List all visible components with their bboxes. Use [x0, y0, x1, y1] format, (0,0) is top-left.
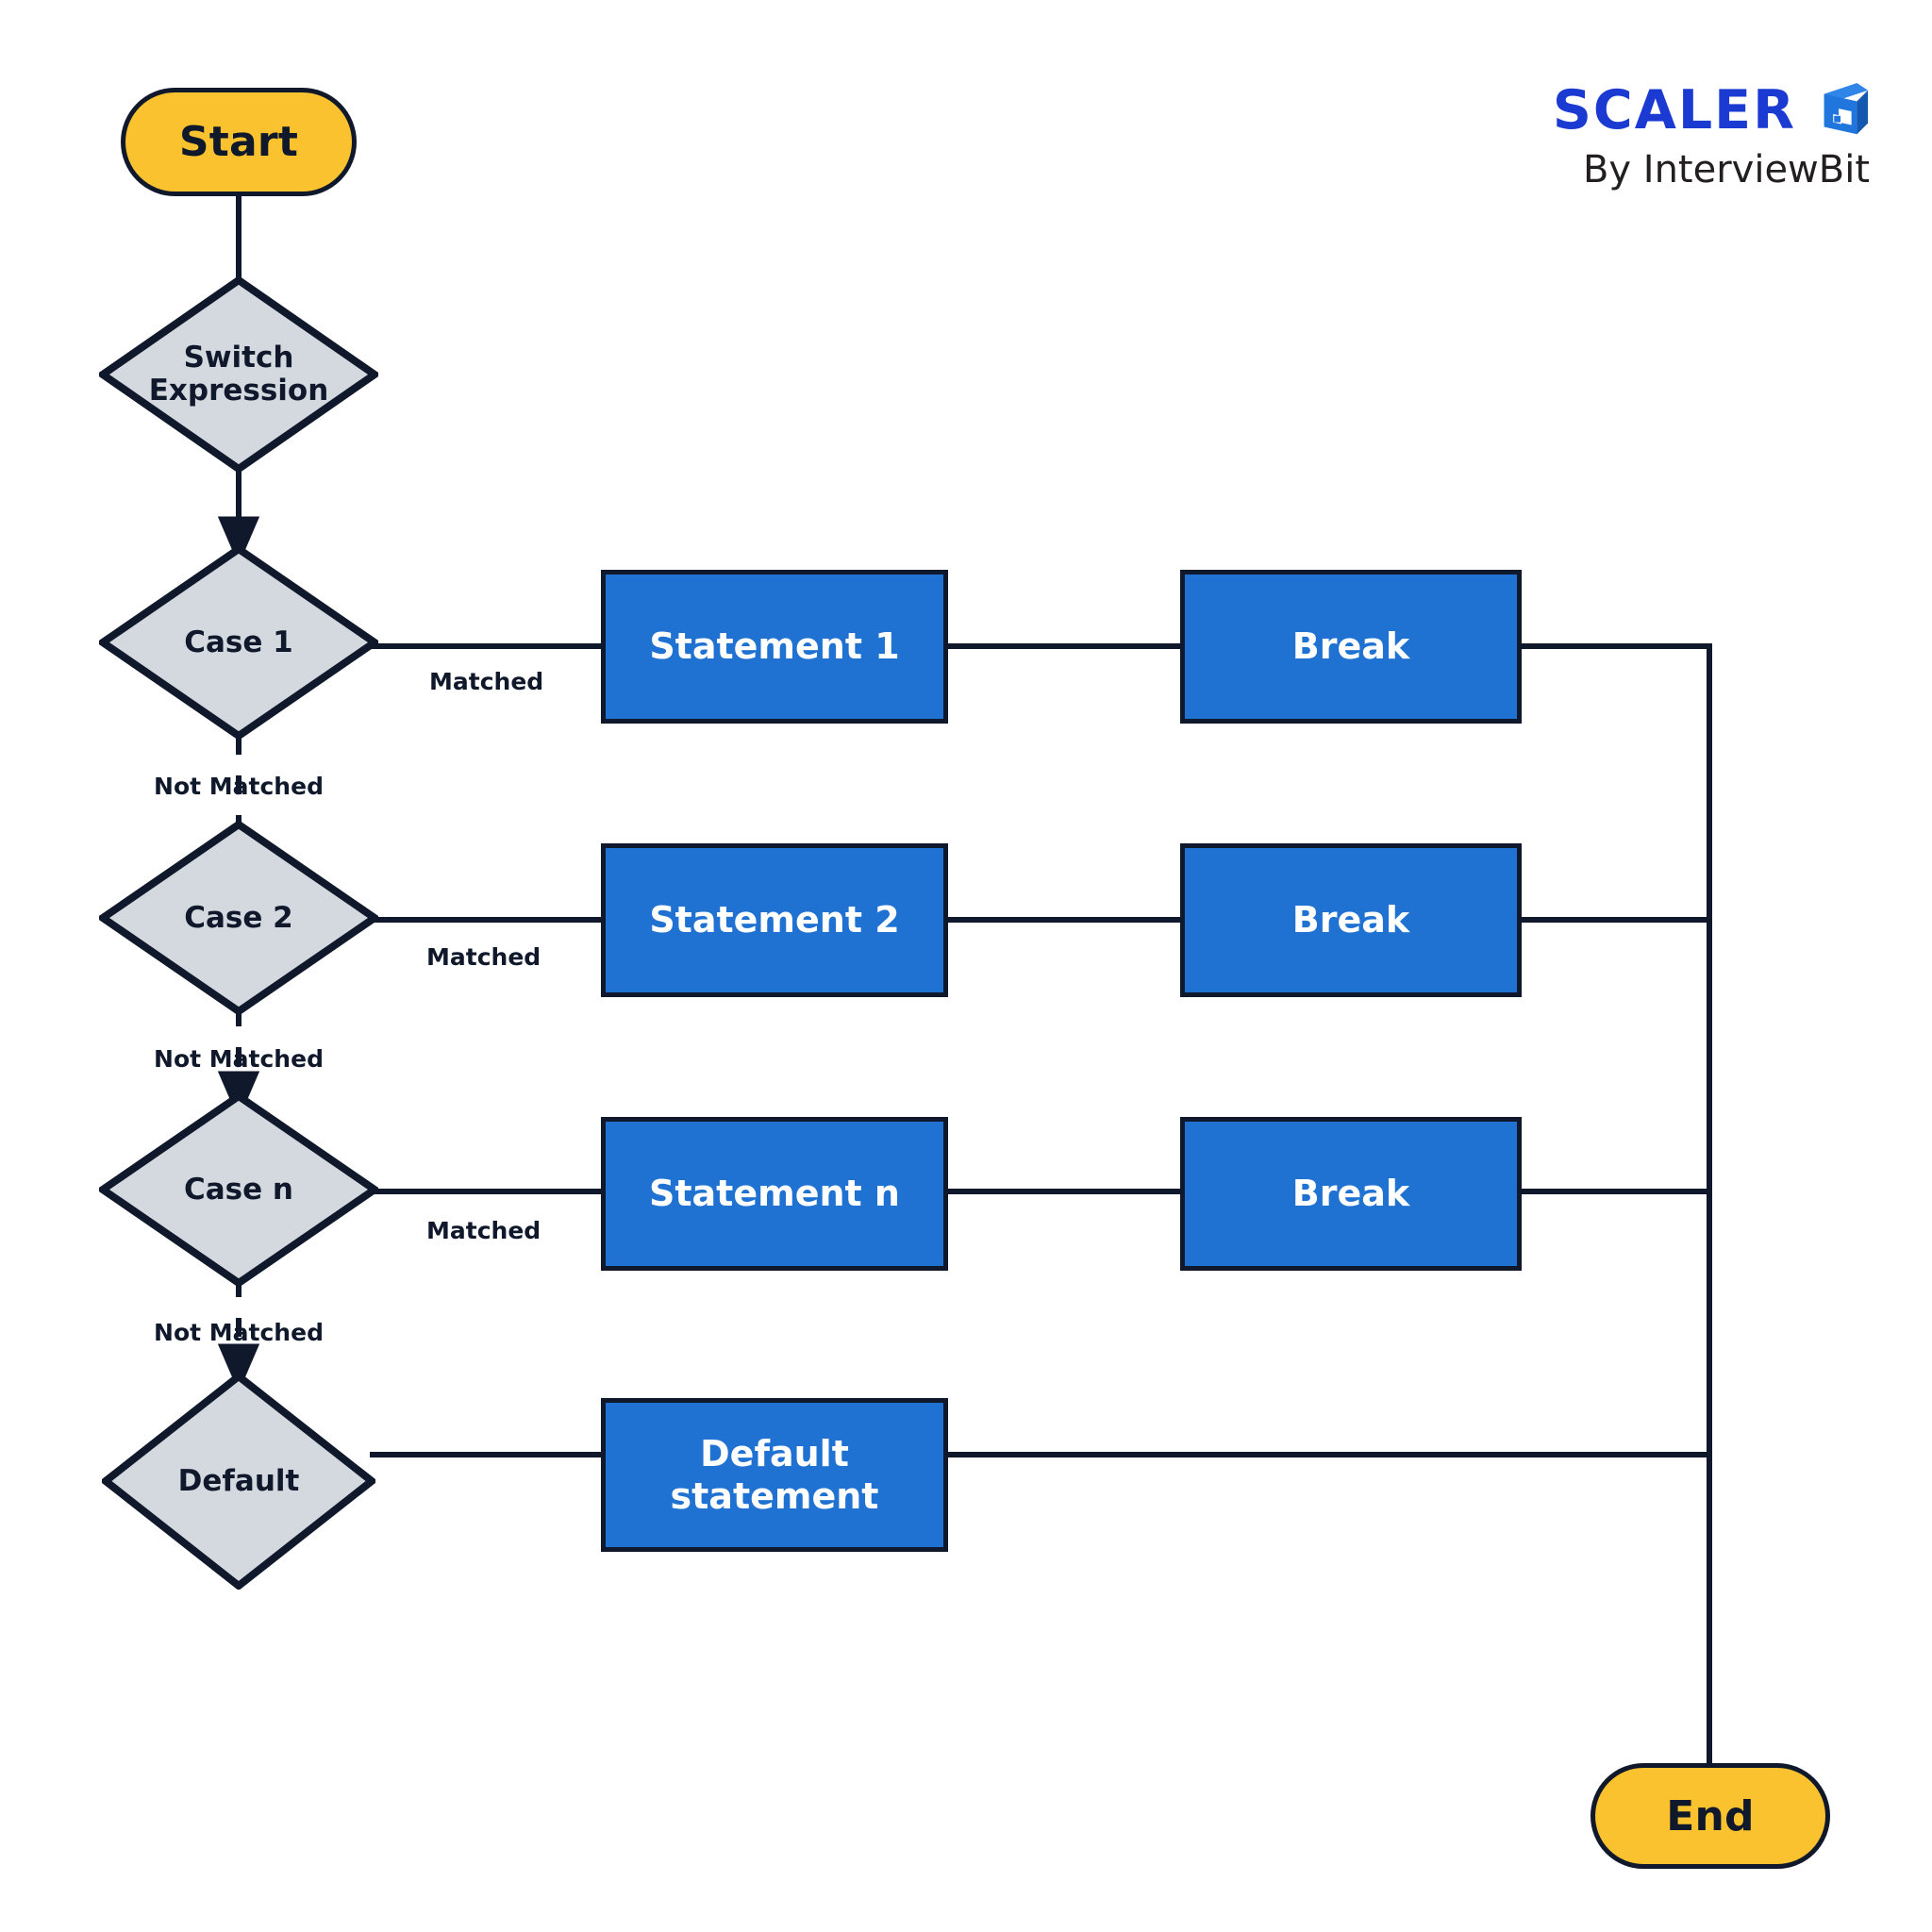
node-statement-2[interactable]: Statement 2	[601, 843, 948, 997]
edge-label-matched-2: Matched	[426, 943, 541, 971]
node-case-n[interactable]: Case n	[99, 1092, 378, 1287]
edge-label-matched-n-text: Matched	[426, 1217, 541, 1244]
edge-label-matched-n: Matched	[426, 1217, 541, 1244]
node-default-statement-label-line1: Default	[700, 1433, 849, 1475]
brand-logo: SCALER By InterviewBit	[1553, 81, 1870, 189]
node-switch-expression[interactable]: Switch Expression	[99, 276, 378, 473]
edge-label-not-matched-1: Not Matched	[154, 773, 324, 800]
node-break-1-label: Break	[1291, 625, 1410, 668]
node-default[interactable]: Default	[102, 1373, 375, 1590]
node-case-1[interactable]: Case 1	[99, 545, 378, 740]
node-statement-1[interactable]: Statement 1	[601, 570, 948, 724]
node-statement-1-label: Statement 1	[649, 625, 900, 668]
case-1-diamond	[99, 545, 378, 740]
edge-label-matched-1: Matched	[429, 668, 543, 695]
scaler-cube-icon	[1824, 82, 1869, 135]
node-break-n-label: Break	[1291, 1173, 1410, 1215]
edge-label-not-matched-2: Not Matched	[154, 1045, 324, 1073]
edge-label-not-matched-2-text: Not Matched	[154, 1045, 324, 1073]
node-start[interactable]: Start	[121, 88, 357, 196]
default-diamond	[102, 1373, 375, 1590]
edge-label-not-matched-n: Not Matched	[154, 1319, 324, 1346]
node-start-label: Start	[178, 118, 299, 166]
case-2-diamond	[99, 821, 378, 1015]
case-n-diamond	[99, 1092, 378, 1287]
node-break-2[interactable]: Break	[1180, 843, 1522, 997]
node-statement-n-label: Statement n	[649, 1173, 900, 1215]
edge-label-matched-2-text: Matched	[426, 943, 541, 971]
node-end-label: End	[1666, 1791, 1755, 1840]
edge-label-not-matched-n-text: Not Matched	[154, 1319, 324, 1346]
brand-row: SCALER	[1553, 81, 1870, 140]
brand-wordmark: SCALER	[1552, 78, 1796, 142]
node-break-1[interactable]: Break	[1180, 570, 1522, 724]
node-case-2[interactable]: Case 2	[99, 821, 378, 1015]
node-break-2-label: Break	[1291, 899, 1410, 941]
node-end[interactable]: End	[1591, 1763, 1830, 1869]
node-default-statement-label-line2: statement	[670, 1474, 879, 1517]
node-statement-n[interactable]: Statement n	[601, 1117, 948, 1271]
switch-expression-diamond	[99, 276, 378, 473]
edge-label-matched-1-text: Matched	[429, 668, 544, 695]
node-default-statement[interactable]: Default statement	[601, 1398, 948, 1552]
edge-label-not-matched-1-text: Not Matched	[154, 773, 324, 800]
node-statement-2-label: Statement 2	[649, 899, 900, 941]
brand-tagline: By InterviewBit	[1582, 148, 1870, 192]
node-break-n[interactable]: Break	[1180, 1117, 1522, 1271]
